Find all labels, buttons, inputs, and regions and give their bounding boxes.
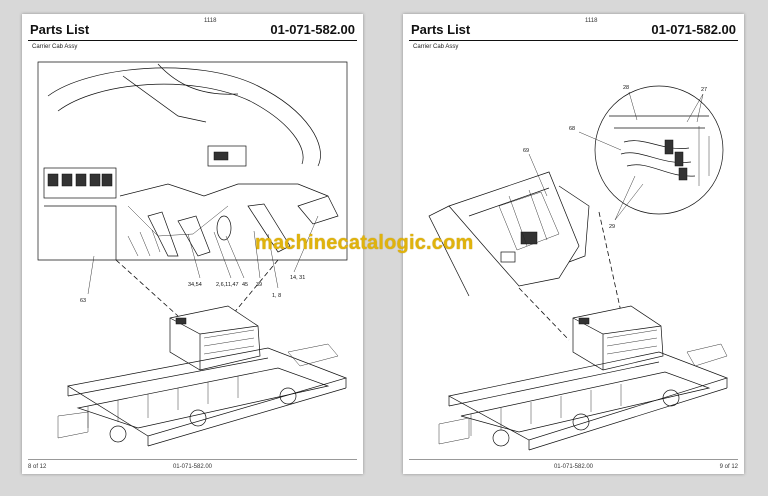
callout-68: 68 (569, 126, 575, 132)
projection-line (232, 259, 279, 315)
header-rule (28, 40, 357, 41)
footer-page-number: 8 of 12 (28, 464, 47, 470)
callout-14-31: 14, 31 (290, 275, 305, 281)
part-number: 01-071-582.00 (270, 22, 355, 37)
projection-line (115, 259, 179, 317)
assembly-subtitle: Carrier Cab Assy (32, 44, 78, 50)
page-title: Parts List (411, 22, 471, 37)
callout-27: 27 (701, 87, 707, 93)
callout-63: 63 (80, 298, 86, 304)
right-page: Parts List 1118 01-071-582.00 Carrier Ca… (403, 14, 744, 474)
callout-69: 69 (523, 148, 529, 154)
projection-line (598, 211, 622, 313)
left-page: Parts List 1118 01-071-582.00 Carrier Ca… (22, 14, 363, 474)
chassis-illustration (57, 305, 348, 447)
page-title: Parts List (30, 22, 90, 37)
watermark-text: machinecatalogic.com (255, 232, 474, 254)
callout-45: 45 (242, 282, 248, 288)
callout-2-6-11-47: 2,6,11,47 (216, 282, 239, 288)
header-rule (409, 40, 738, 41)
page-code: 1118 (585, 18, 598, 24)
footer-rule (409, 459, 738, 460)
callout-34-54: 34,54 (188, 282, 202, 288)
footer-page-number: 9 of 12 (719, 464, 738, 470)
callout-28: 28 (623, 85, 629, 91)
callout-29: 29 (609, 224, 615, 230)
callout-1-8: 1, 8 (272, 293, 281, 299)
footer-part-number: 01-071-582.00 (172, 464, 213, 470)
detail-view-illustration: 28 27 68 69 29 (523, 85, 724, 230)
page-code: 1118 (204, 18, 217, 24)
projection-line (518, 287, 570, 341)
chassis-illustration (438, 305, 729, 451)
callout-39: 39 (256, 282, 262, 288)
footer-rule (28, 459, 357, 460)
assembly-subtitle: Carrier Cab Assy (413, 44, 459, 50)
footer-part-number: 01-071-582.00 (553, 464, 594, 470)
cab-parts-diagram: 63 34,54 2,6,11,47 45 39 1, 8 14, 31 (37, 61, 348, 447)
cab-parts-diagram: 28 27 68 69 29 (428, 85, 729, 451)
part-number: 01-071-582.00 (651, 22, 736, 37)
cab-mechanism-illustration (428, 171, 590, 297)
cab-interior-illustration: 63 34,54 2,6,11,47 45 39 1, 8 14, 31 (37, 61, 348, 304)
